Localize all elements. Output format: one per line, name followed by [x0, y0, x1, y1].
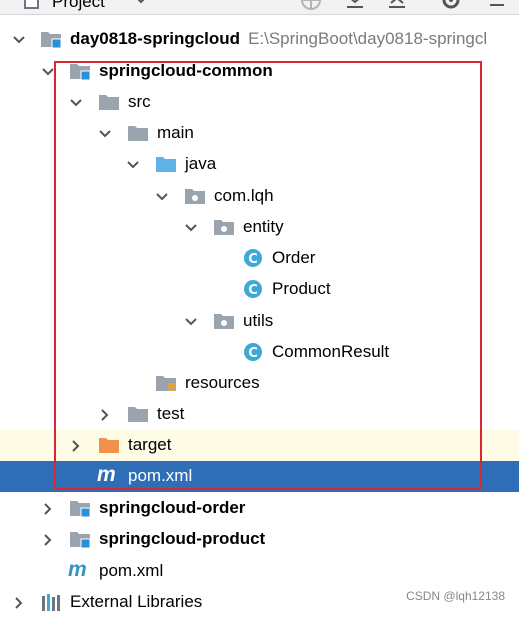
chevron-down-icon[interactable]	[68, 95, 84, 111]
svg-text:C: C	[248, 283, 258, 298]
folder-icon	[128, 126, 148, 141]
package-icon	[185, 189, 205, 204]
tree-row-package-utils[interactable]: utils	[0, 306, 519, 337]
tree-row-common-module[interactable]: springcloud-common	[0, 56, 519, 87]
chevron-right-icon[interactable]	[68, 438, 84, 454]
tree-label: test	[157, 404, 185, 423]
tree-row-package-com-lqh[interactable]: com.lqh	[0, 181, 519, 212]
class-icon: C	[244, 280, 262, 298]
folder-icon	[128, 407, 148, 422]
module-folder-icon	[70, 64, 91, 81]
class-icon: C	[244, 249, 262, 267]
svg-text:C: C	[248, 252, 258, 267]
tree-row-java[interactable]: java	[0, 149, 519, 180]
gear-icon[interactable]	[440, 0, 462, 13]
locate-icon[interactable]	[300, 0, 322, 13]
chevron-down-icon[interactable]	[40, 64, 56, 80]
tree-label: CommonResult	[272, 342, 390, 361]
tree-label: src	[128, 92, 151, 111]
chevron-down-icon[interactable]	[183, 314, 199, 330]
tree-label: com.lqh	[214, 186, 274, 205]
chevron-down-icon[interactable]	[97, 126, 113, 142]
minimize-icon[interactable]	[486, 0, 508, 13]
tree-row-class-order[interactable]: C Order	[0, 243, 519, 274]
package-icon	[214, 314, 234, 329]
chevron-right-icon[interactable]	[40, 501, 56, 517]
chevron-down-icon[interactable]	[154, 189, 170, 205]
tree-label: External Libraries	[70, 592, 203, 611]
chevron-down-icon[interactable]	[134, 0, 148, 6]
tree-label: target	[128, 435, 172, 454]
source-folder-icon	[156, 157, 176, 172]
folder-icon	[99, 95, 119, 110]
tree-label: Order	[272, 248, 316, 267]
tree-label: springcloud-common	[99, 61, 273, 80]
tree-label: springcloud-order	[99, 498, 246, 517]
tree-label: springcloud-product	[99, 529, 266, 548]
tree-label: entity	[243, 217, 284, 236]
tree-label: pom.xml	[128, 466, 193, 485]
tree-row-class-common-result[interactable]: C CommonResult	[0, 337, 519, 368]
expand-all-icon[interactable]	[344, 0, 366, 13]
tree-row-external-libraries[interactable]: External Libraries	[0, 587, 519, 618]
tree-label: pom.xml	[99, 561, 164, 580]
collapse-all-icon[interactable]	[386, 0, 408, 13]
tree-row-order-module[interactable]: springcloud-order	[0, 493, 519, 524]
panel-title[interactable]: Project	[52, 0, 105, 11]
tree-label: main	[157, 123, 194, 142]
module-folder-icon	[70, 532, 91, 549]
libraries-icon	[42, 594, 60, 611]
tree-row-root-pom[interactable]: m pom.xml	[0, 556, 519, 587]
class-icon: C	[244, 343, 262, 361]
resources-folder-icon	[156, 376, 176, 391]
project-path: E:\SpringBoot\day0818-springcl	[248, 29, 488, 48]
chevron-down-icon[interactable]	[183, 220, 199, 236]
chevron-right-icon[interactable]	[97, 407, 113, 423]
svg-text:C: C	[248, 346, 258, 361]
excluded-folder-icon	[99, 438, 119, 453]
tree-label: Product	[272, 279, 331, 298]
tree-label: java	[185, 154, 217, 173]
tree-row-test[interactable]: test	[0, 399, 519, 430]
chevron-right-icon[interactable]	[11, 595, 27, 611]
chevron-right-icon[interactable]	[40, 532, 56, 548]
package-icon	[214, 220, 234, 235]
chevron-down-icon[interactable]	[11, 32, 27, 48]
tree-row-resources[interactable]: resources	[0, 368, 519, 399]
tree-label: resources	[185, 373, 260, 392]
tree-label: utils	[243, 311, 274, 330]
tree-row-target[interactable]: target	[0, 430, 519, 461]
tree-row-src[interactable]: src	[0, 87, 519, 118]
project-view-icon	[24, 0, 39, 9]
module-folder-icon	[41, 32, 62, 49]
project-toolbar: Project	[0, 0, 519, 15]
tree-row-package-entity[interactable]: entity	[0, 212, 519, 243]
tree-row-product-module[interactable]: springcloud-product	[0, 524, 519, 555]
maven-icon: m	[68, 558, 87, 581]
module-folder-icon	[70, 501, 91, 518]
maven-icon: m	[97, 463, 116, 486]
tree-row-class-product[interactable]: C Product	[0, 274, 519, 305]
watermark: CSDN @lqh12138	[406, 589, 505, 603]
tree-row-main[interactable]: main	[0, 118, 519, 149]
tree-row-common-pom[interactable]: m pom.xml	[0, 461, 519, 492]
chevron-down-icon[interactable]	[125, 157, 141, 173]
